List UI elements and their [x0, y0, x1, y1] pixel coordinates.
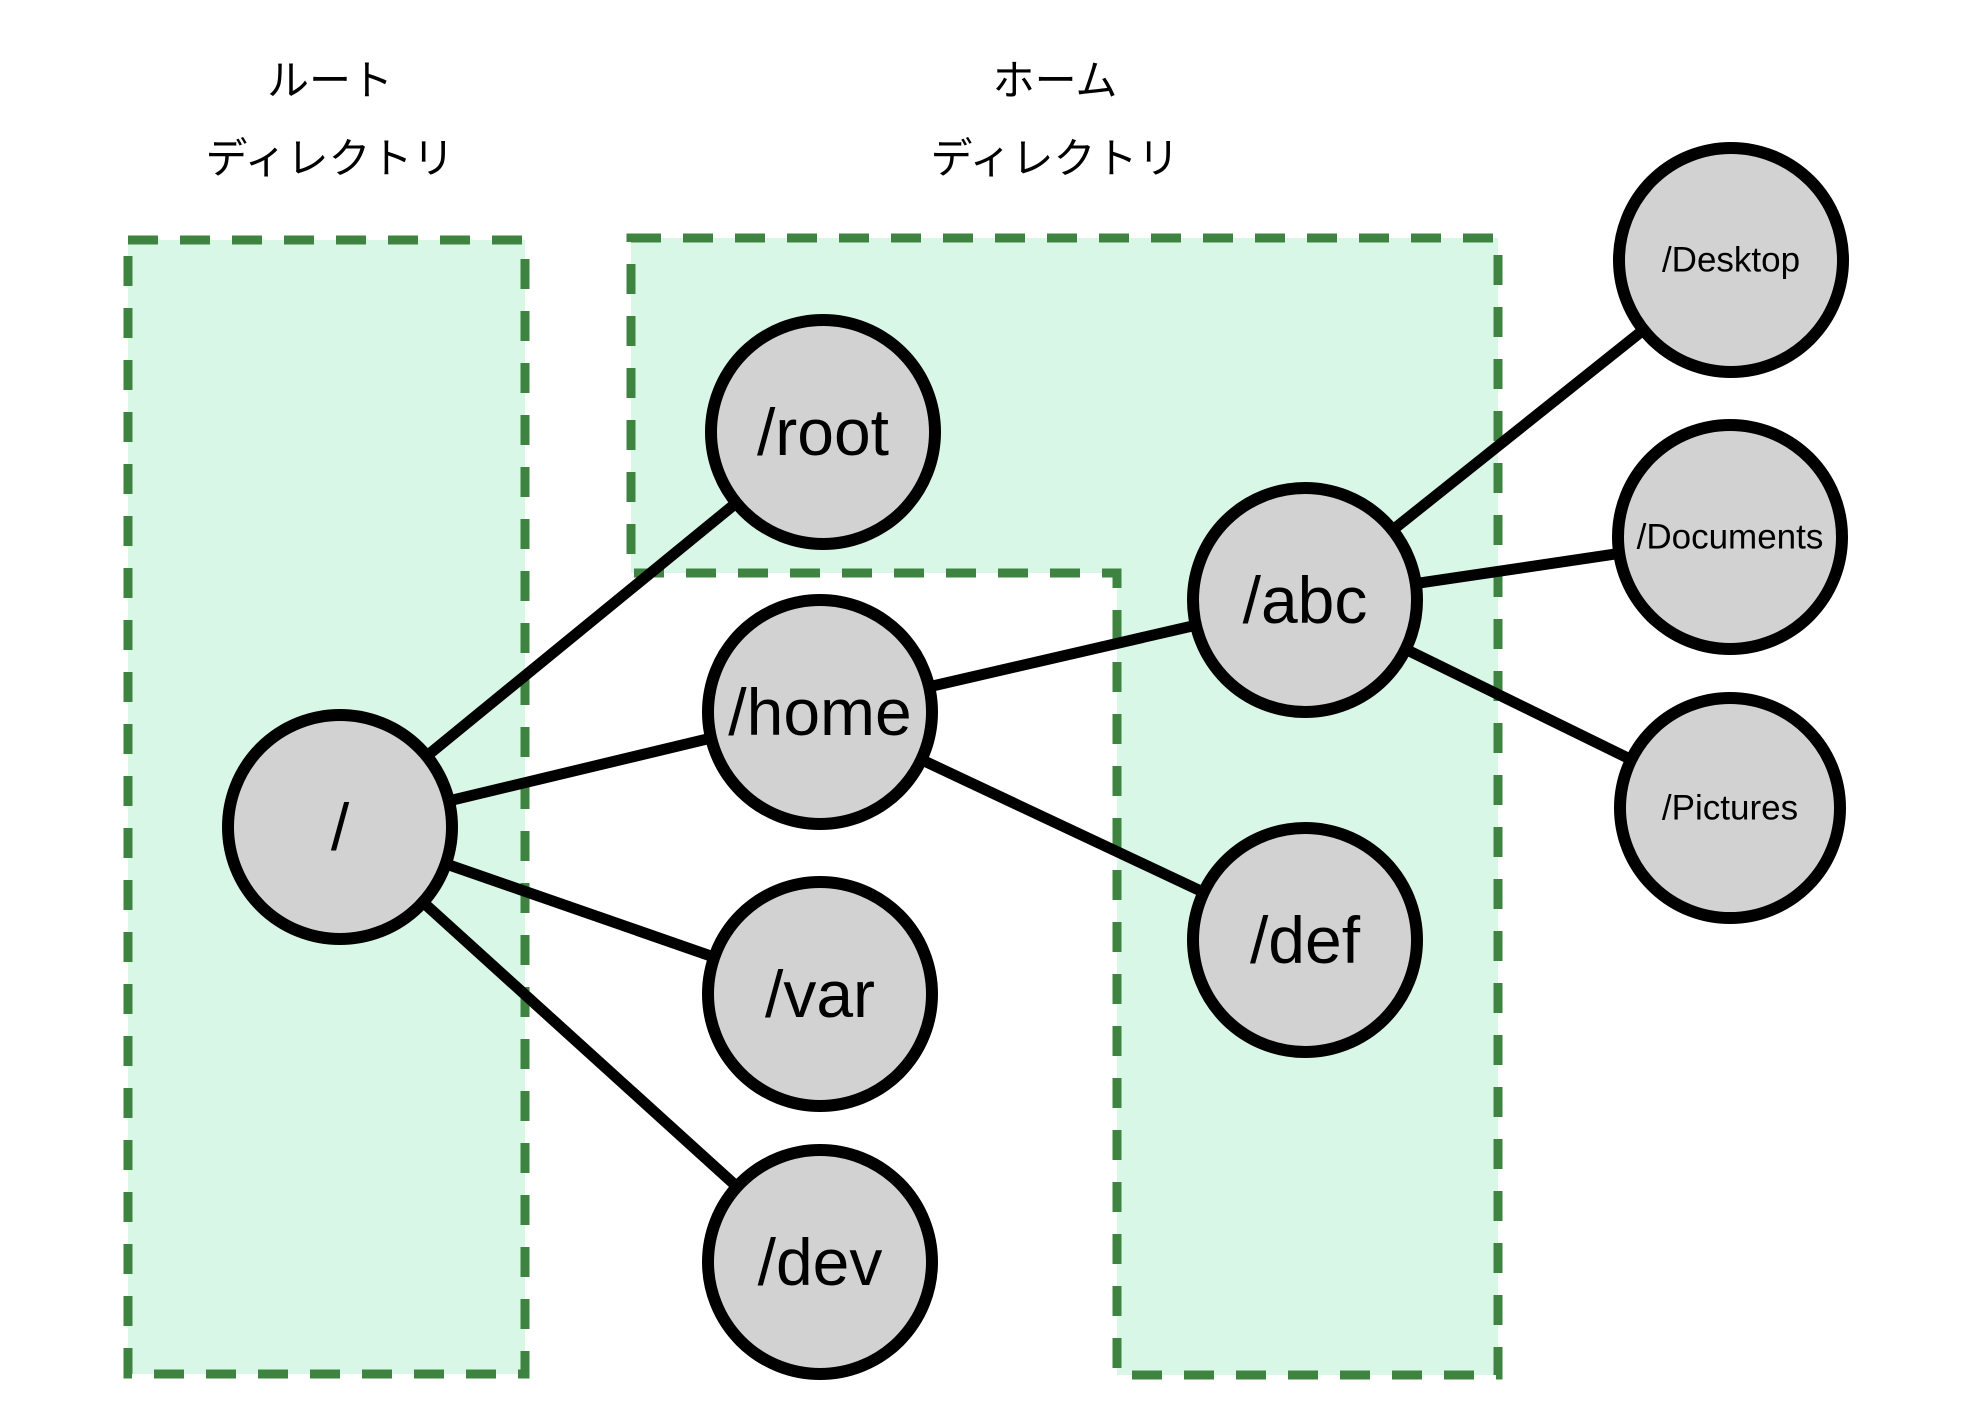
node-circle-var [702, 876, 938, 1112]
node-label-root-dir: /root [757, 395, 889, 469]
node-circle-home [702, 594, 938, 830]
root-directory-caption-line2: ディレクトリ [205, 135, 455, 182]
node-circle-desktop [1613, 142, 1849, 378]
home-directory-caption: ホーム ディレクトリ [805, 42, 1305, 198]
node-label-documents: /Documents [1637, 518, 1824, 557]
node-label-home: /home [728, 675, 911, 749]
node-circle-root-dir [705, 314, 941, 550]
node-circle-pictures [1614, 692, 1846, 924]
node-circle-def [1187, 822, 1423, 1058]
root-directory-caption-line1: ルート [266, 57, 393, 104]
home-directory-caption-line2: ディレクトリ [930, 135, 1180, 182]
root-directory-caption: ルート ディレクトリ [80, 42, 580, 198]
node-label-def: /def [1250, 903, 1361, 977]
node-circle-abc [1187, 482, 1423, 718]
node-circle-root [222, 709, 458, 945]
node-label-desktop: /Desktop [1662, 241, 1800, 280]
node-circle-documents [1612, 419, 1848, 655]
node-label-root: / [331, 790, 350, 864]
node-label-dev: /dev [758, 1225, 883, 1299]
node-label-pictures: /Pictures [1662, 789, 1798, 828]
home-directory-caption-line1: ホーム [992, 57, 1118, 104]
node-circle-dev [702, 1144, 938, 1380]
node-label-abc: /abc [1243, 563, 1368, 637]
node-label-var: /var [765, 957, 875, 1031]
